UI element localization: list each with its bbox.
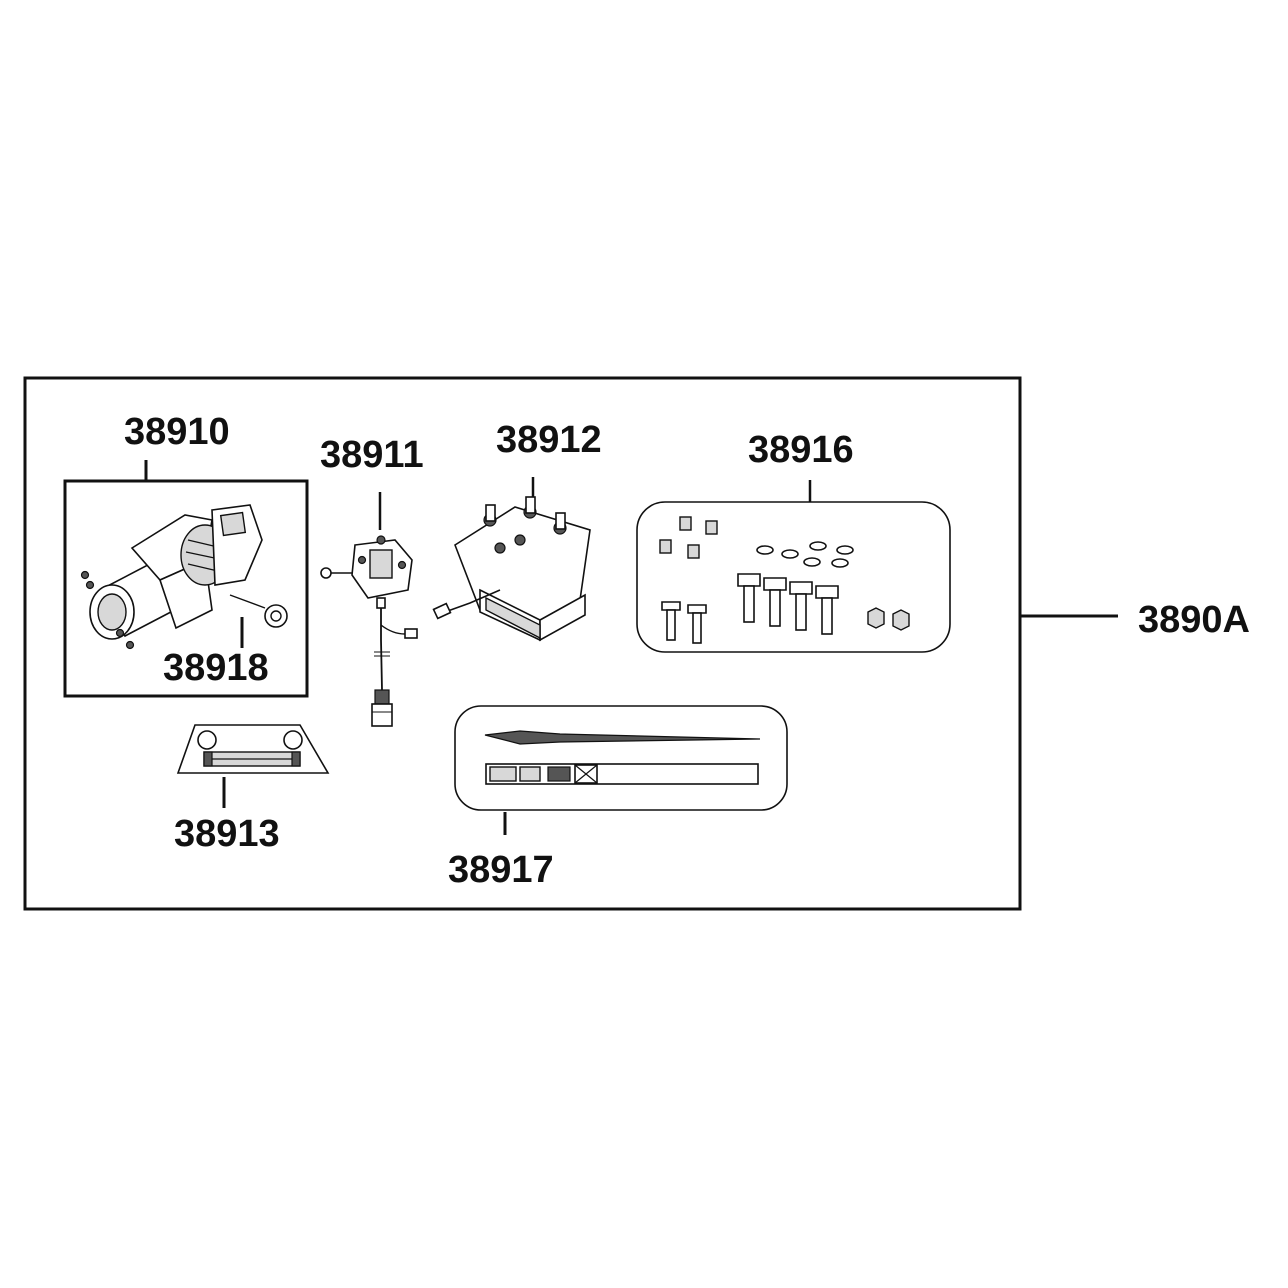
winch-drawing [80, 504, 288, 650]
label-38912[interactable]: 38912 [496, 419, 602, 461]
harness-drawing [320, 535, 418, 727]
kit-outline [23, 376, 1022, 911]
label-38916[interactable]: 38916 [748, 429, 854, 471]
label-38910[interactable]: 38910 [124, 411, 230, 453]
label-38917[interactable]: 38917 [448, 849, 554, 891]
label-38918[interactable]: 38918 [163, 647, 269, 689]
hardware-drawing [659, 516, 910, 644]
kit-label[interactable]: 3890A [1138, 599, 1250, 641]
strap-bag [454, 705, 788, 811]
hardware-bag [636, 501, 951, 653]
label-38913[interactable]: 38913 [174, 813, 280, 855]
label-38911[interactable]: 38911 [320, 434, 424, 476]
strap-drawing [484, 730, 761, 785]
solenoid-drawing [432, 496, 591, 642]
fairlead-drawing [176, 724, 330, 774]
winch-group-box [63, 479, 309, 698]
